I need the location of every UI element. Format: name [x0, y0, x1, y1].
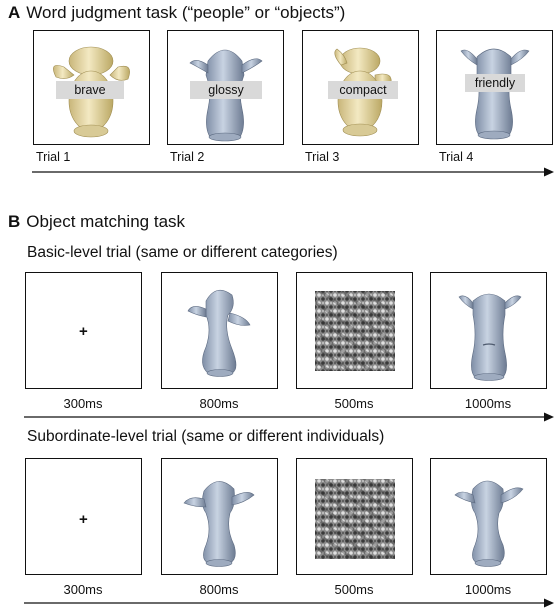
fixation-cross-2: +	[79, 511, 88, 528]
noise-mask-basic	[315, 291, 395, 371]
panel-a-title-text: Word judgment task (“people” or “objects…	[26, 3, 346, 22]
noise-mask-sub	[315, 479, 395, 559]
sub-mask-frame	[296, 458, 413, 575]
basic-duration-1: 300ms	[63, 396, 103, 411]
sub-duration-2: 800ms	[199, 582, 239, 597]
trial-3-word: compact	[328, 81, 398, 99]
panel-a-letter: A	[8, 3, 21, 22]
basic-duration-2: 800ms	[199, 396, 239, 411]
basic-fixation-frame: +	[25, 272, 142, 389]
blue-object-basic-study	[187, 289, 251, 377]
panel-b-letter: B	[8, 212, 21, 231]
trial-3-frame: compact	[302, 30, 419, 145]
blue-object-sub-test	[454, 480, 524, 567]
panel-b-title: B Object matching task	[8, 212, 185, 232]
trial-4-word: friendly	[465, 74, 525, 92]
trial-2-frame: glossy	[167, 30, 284, 145]
sub-duration-1: 300ms	[63, 582, 103, 597]
subordinate-time-arrow	[24, 598, 554, 608]
trial-4-label: Trial 4	[439, 150, 474, 164]
trial-3-label: Trial 3	[305, 150, 340, 164]
blue-object-sub-study	[183, 481, 255, 567]
trial-2-word: glossy	[190, 81, 262, 99]
trial-1-label: Trial 1	[36, 150, 71, 164]
fixation-cross: +	[79, 323, 88, 340]
sub-fixation-frame: +	[25, 458, 142, 575]
panel-a-time-arrow	[32, 167, 554, 177]
blue-object-basic-test	[458, 293, 522, 381]
panel-a-title: A Word judgment task (“people” or “object…	[8, 3, 345, 23]
sub-duration-3: 500ms	[334, 582, 374, 597]
basic-duration-4: 1000ms	[464, 396, 512, 411]
basic-mask-frame	[296, 272, 413, 389]
basic-level-heading: Basic-level trial (same or different cat…	[27, 244, 338, 261]
subordinate-level-heading: Subordinate-level trial (same or differe…	[27, 428, 385, 445]
trial-4-frame: friendly	[436, 30, 553, 145]
basic-study-frame	[161, 272, 278, 389]
basic-test-frame	[430, 272, 547, 389]
sub-duration-4: 1000ms	[464, 582, 512, 597]
basic-duration-3: 500ms	[334, 396, 374, 411]
blue-object-4	[460, 48, 530, 140]
sub-study-frame	[161, 458, 278, 575]
trial-1-word: brave	[56, 81, 124, 99]
trial-2-label: Trial 2	[170, 150, 205, 164]
basic-time-arrow	[24, 412, 554, 422]
sub-test-frame	[430, 458, 547, 575]
trial-1-frame: brave	[33, 30, 150, 145]
panel-b-title-text: Object matching task	[26, 212, 186, 231]
